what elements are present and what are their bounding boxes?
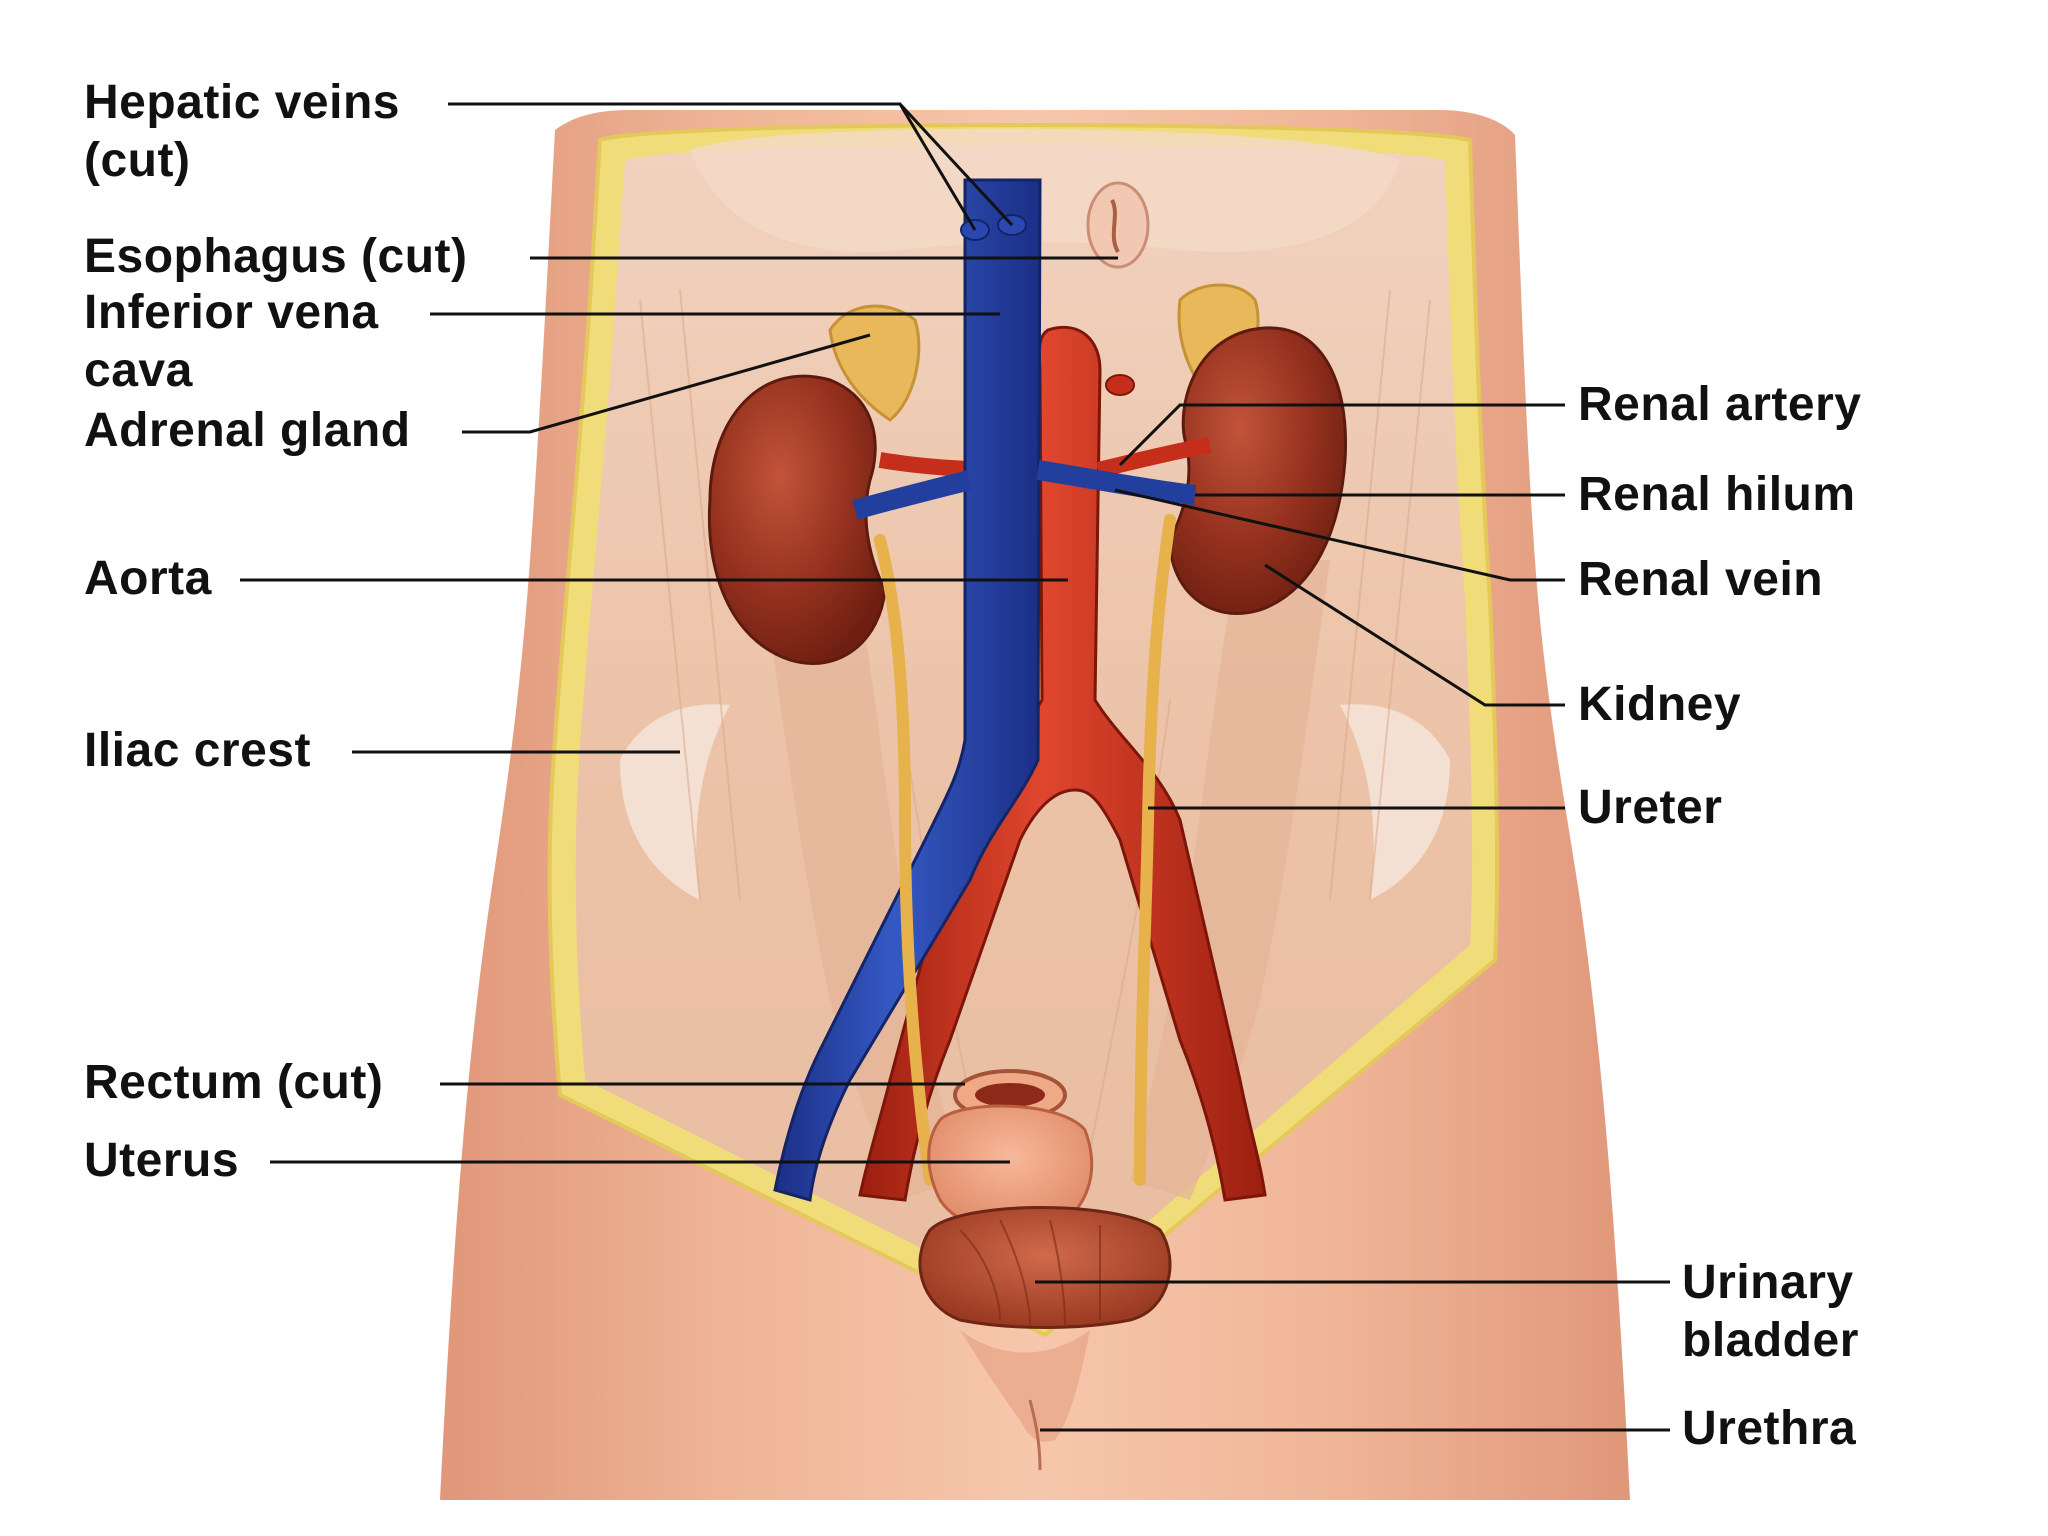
label-hepatic-veins-line1: Hepatic veins <box>84 76 400 129</box>
label-inferior-vena-cava: Inferior vena cava <box>84 284 379 400</box>
ureters <box>874 514 1176 1186</box>
label-urinary-bladder-line1: Urinary <box>1682 1256 1854 1309</box>
leader-lines <box>240 102 1670 1432</box>
pubic-region <box>960 1330 1090 1471</box>
rectum <box>953 1069 1067 1121</box>
leader-renal-vein <box>1114 488 1565 582</box>
label-urinary-bladder: Urinary bladder <box>1682 1254 1859 1370</box>
label-renal-hilum: Renal hilum <box>1578 468 1856 521</box>
label-urinary-bladder-line2: bladder <box>1682 1314 1859 1367</box>
label-adrenal-gland: Adrenal gland <box>84 404 411 457</box>
label-ureter: Ureter <box>1578 781 1723 834</box>
label-renal-vein: Renal vein <box>1578 553 1824 606</box>
label-kidney: Kidney <box>1578 678 1742 731</box>
label-esophagus: Esophagus (cut) <box>84 230 468 283</box>
label-renal-artery: Renal artery <box>1578 378 1862 431</box>
leader-adrenal-gland <box>462 333 871 434</box>
label-iliac-crest: Iliac crest <box>84 724 311 777</box>
label-inferior-vena-cava-line2: cava <box>84 344 193 397</box>
label-hepatic-veins-line2: (cut) <box>84 134 191 187</box>
label-hepatic-veins: Hepatic veins (cut) <box>84 74 400 190</box>
label-rectum: Rectum (cut) <box>84 1056 384 1109</box>
kidneys <box>707 326 1348 665</box>
inferior-vena-cava <box>773 178 1197 1202</box>
label-aorta: Aorta <box>84 552 212 605</box>
urinary-bladder <box>918 1206 1172 1329</box>
leader-kidney <box>1264 563 1565 707</box>
esophagus <box>1086 181 1150 269</box>
label-urethra: Urethra <box>1682 1402 1857 1455</box>
leader-hepatic-veins <box>448 102 1014 231</box>
label-uterus: Uterus <box>84 1134 240 1187</box>
label-inferior-vena-cava-line1: Inferior vena <box>84 286 379 339</box>
leader-renal-artery <box>1118 403 1565 467</box>
